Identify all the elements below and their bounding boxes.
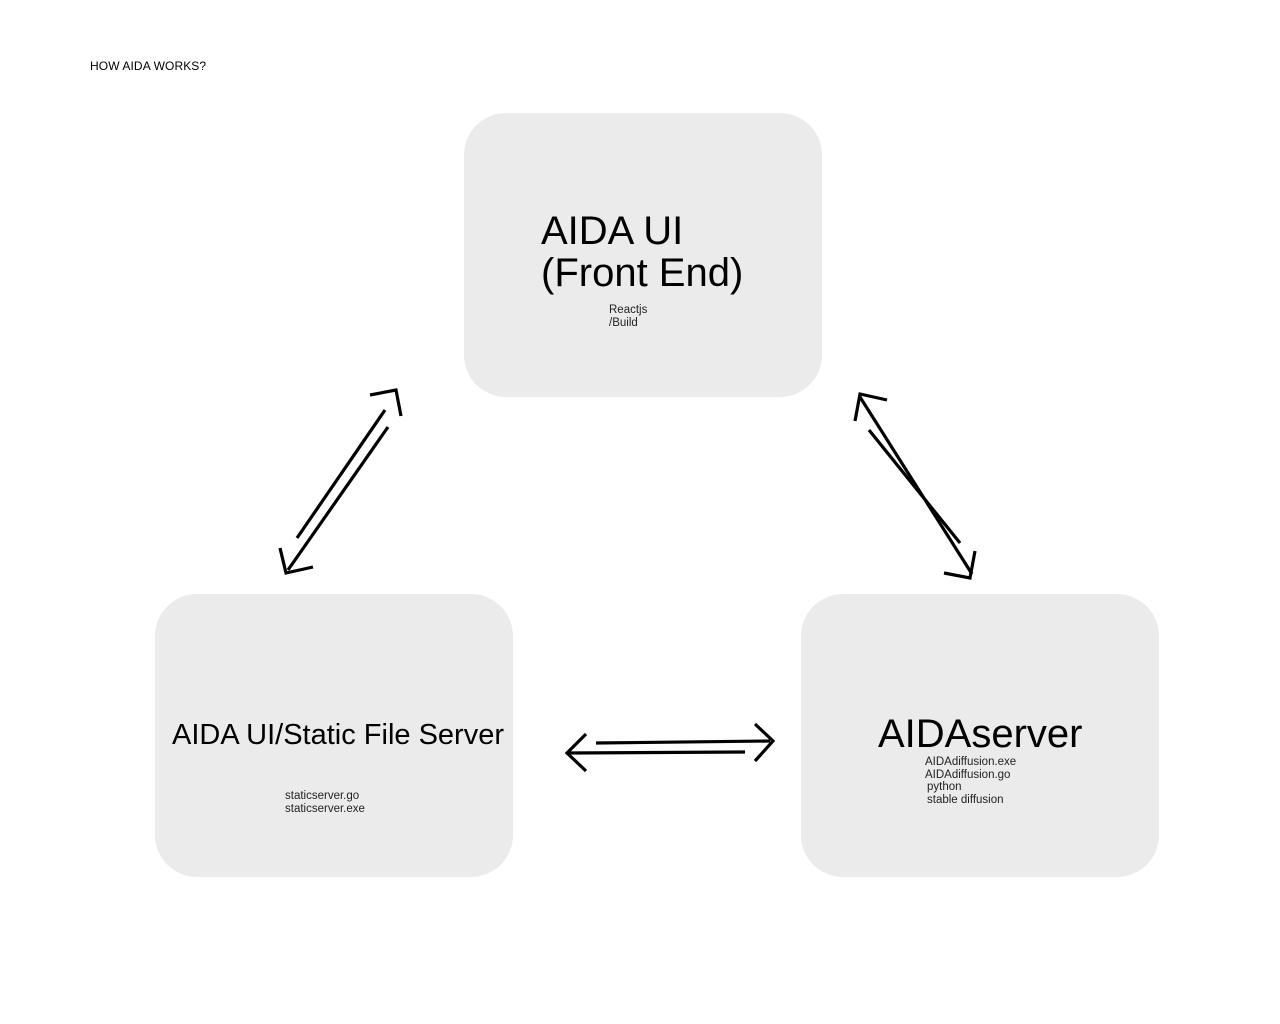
node-frontend-details: Reactjs /Build <box>609 304 647 329</box>
arrowhead-right-icon <box>753 722 776 763</box>
node-static-server-details: staticserver.go staticserver.exe <box>285 790 365 815</box>
detail-line: staticserver.exe <box>285 802 365 815</box>
arrow-shaft <box>286 426 390 571</box>
arrowhead-down-icon <box>278 547 314 575</box>
detail-line: Reactjs <box>609 304 648 316</box>
node-static-server: AIDA UI/Static File Server staticserver.… <box>155 594 513 877</box>
node-aida-server-details: AIDAdiffusion.exe AIDAdiffusion.go pytho… <box>925 756 1016 806</box>
arrowhead-down-icon <box>943 550 977 580</box>
detail-line: stable diffusion <box>927 793 1004 806</box>
arrowhead-up-icon <box>369 388 403 417</box>
node-frontend: AIDA UI (Front End) Reactjs /Build <box>464 113 822 397</box>
detail-line: staticserver.go <box>285 790 360 802</box>
arrow-static-to-server <box>564 722 776 773</box>
detail-line: /Build <box>609 316 638 329</box>
arrow-static-to-frontend <box>278 388 403 575</box>
arrow-shaft <box>595 739 771 745</box>
arrowhead-left-icon <box>564 732 588 773</box>
arrow-shaft <box>295 409 387 539</box>
arrow-shaft <box>867 428 962 545</box>
arrow-frontend-to-server <box>853 392 977 580</box>
arrow-shaft <box>858 396 974 575</box>
page-title: HOW AIDA WORKS? <box>90 59 207 73</box>
detail-line: AIDAdiffusion.exe <box>925 756 1017 768</box>
node-frontend-title: AIDA UI (Front End) <box>541 210 743 294</box>
node-title-line: AIDA UI <box>541 209 684 253</box>
arrowhead-up-icon <box>853 392 888 422</box>
node-aida-server-title: AIDAserver <box>878 714 1083 754</box>
node-aida-server: AIDAserver AIDAdiffusion.exe AIDAdiffusi… <box>801 594 1159 877</box>
node-title-line: (Front End) <box>541 251 744 295</box>
node-title-line: AIDA UI/Static File Server <box>172 719 504 751</box>
node-title-line: AIDAserver <box>878 712 1083 756</box>
arrow-shaft <box>568 750 746 755</box>
detail-line: AIDAdiffusion.go <box>925 768 1011 781</box>
detail-line: python <box>927 781 962 793</box>
node-static-server-title: AIDA UI/Static File Server <box>172 721 504 750</box>
